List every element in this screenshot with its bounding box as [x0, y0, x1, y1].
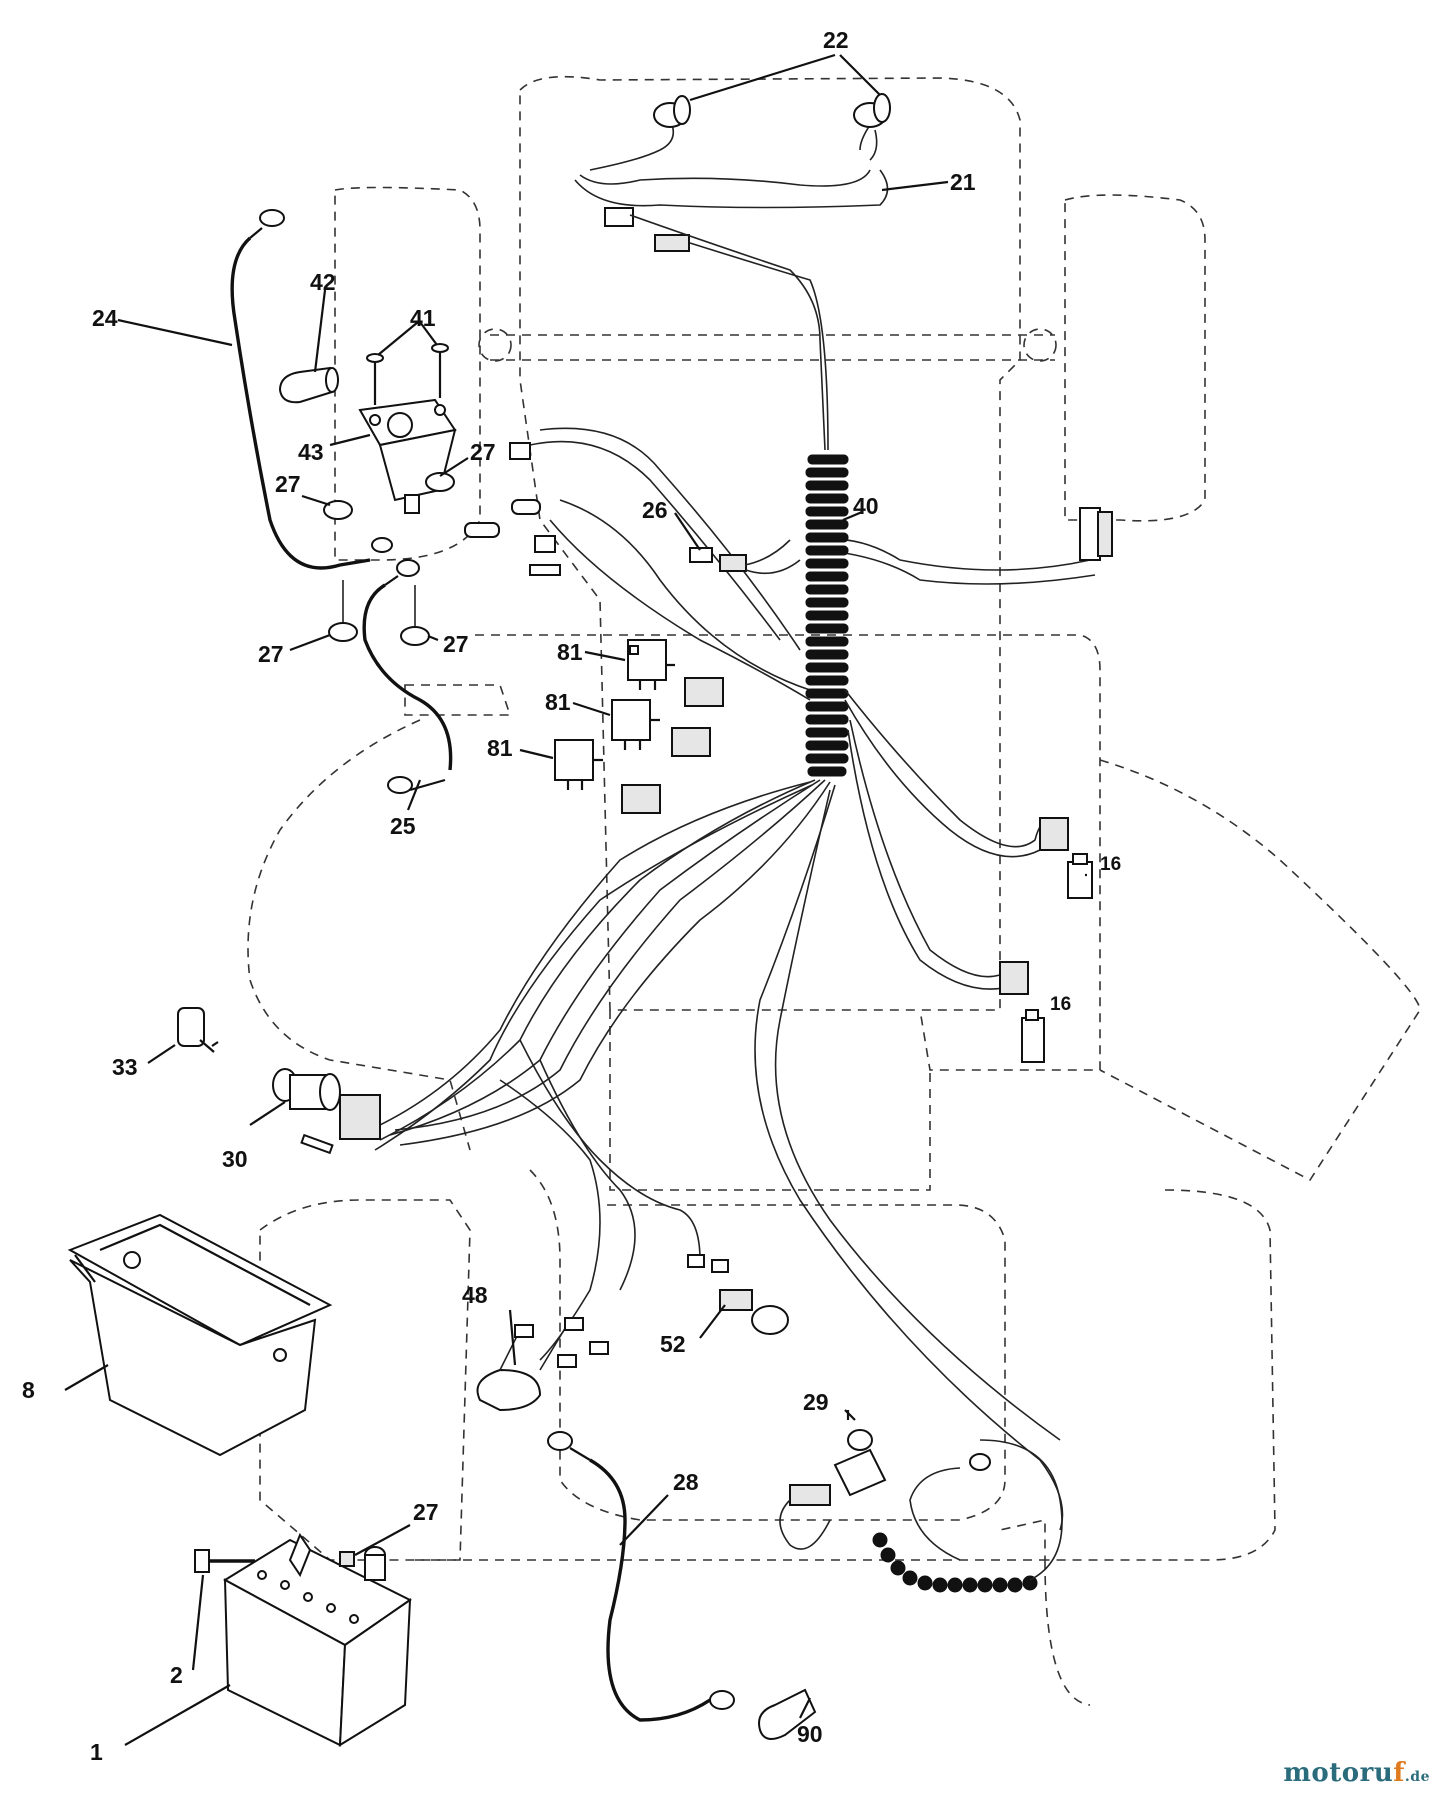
watermark-accent: f: [1393, 1758, 1405, 1788]
label-16-a: 16: [1100, 854, 1121, 875]
label-28: 28: [673, 1469, 699, 1495]
label-42: 42: [310, 269, 336, 295]
label-24: 24: [92, 305, 118, 331]
key-33: [177, 1007, 219, 1053]
cable-28: [547, 1431, 735, 1722]
connector-26: [689, 539, 801, 575]
label-90: 90: [797, 1721, 823, 1747]
lamp-48: [476, 1317, 609, 1412]
headlight-bulb-left: [653, 95, 691, 128]
relay-81-top: [627, 639, 675, 690]
label-43: 43: [298, 439, 324, 465]
coiled-cord: [779, 1439, 1063, 1593]
headlight-bulb-right: [853, 93, 891, 128]
solenoid-43: [358, 398, 457, 514]
harness-loom-40: [374, 427, 1096, 1531]
label-41: 41: [410, 305, 436, 331]
label-2: 2: [170, 1662, 183, 1688]
switch-16-bottom: [999, 961, 1045, 1063]
watermark-main: motoru: [1283, 1758, 1394, 1788]
label-27-c: 27: [258, 641, 284, 667]
bolt-2: [194, 1549, 255, 1573]
label-27-a: 27: [470, 439, 496, 465]
connector-main-top: [654, 234, 690, 252]
watermark-tld: .de: [1404, 1769, 1430, 1785]
label-40: 40: [853, 493, 879, 519]
bolt-41: [366, 343, 449, 405]
loom-coils: [805, 454, 849, 777]
headlight-harness: [574, 93, 891, 451]
label-8: 8: [22, 1377, 35, 1403]
label-33: 33: [112, 1054, 138, 1080]
boot-42: [278, 366, 339, 404]
label-16-b: 16: [1050, 994, 1071, 1015]
label-21: 21: [950, 169, 976, 195]
plug-top-right: [1079, 507, 1113, 561]
part-labels: 22 21 24 42 41 43 27 27 27 27 26 40 81 8…: [22, 27, 1121, 1765]
relay-81-bottom: [554, 739, 603, 790]
terminals-ring: [464, 442, 561, 576]
label-25: 25: [390, 813, 416, 839]
label-1: 1: [90, 1739, 103, 1765]
battery-box-8: [67, 1213, 333, 1457]
label-26: 26: [642, 497, 668, 523]
cable-24: [230, 209, 393, 570]
label-52: 52: [660, 1331, 686, 1357]
label-81-a: 81: [557, 639, 583, 665]
lamp-52: [687, 1254, 789, 1335]
label-22: 22: [823, 27, 849, 53]
relay-sockets: [621, 677, 724, 814]
label-81-b: 81: [545, 689, 571, 715]
label-27-d: 27: [443, 631, 469, 657]
ignition-switch-30: [272, 1068, 381, 1155]
boot-90: [758, 1688, 817, 1740]
label-27-b: 27: [275, 471, 301, 497]
label-30: 30: [222, 1146, 248, 1172]
relay-81-middle: [611, 699, 660, 750]
cable-25: [362, 559, 453, 794]
label-27-e: 27: [413, 1499, 439, 1525]
label-48: 48: [462, 1282, 488, 1308]
label-29: 29: [803, 1389, 829, 1415]
switch-16-top: [1039, 817, 1093, 899]
leader-lines: [64, 53, 1087, 1746]
battery-1: [223, 1538, 412, 1747]
watermark-logo: motoruf.de: [1283, 1758, 1430, 1788]
connector-21: [604, 207, 634, 227]
label-81-c: 81: [487, 735, 513, 761]
nuts-27: [323, 472, 455, 646]
clamp-terminal: [288, 1532, 355, 1578]
switch-29: [833, 1409, 887, 1497]
